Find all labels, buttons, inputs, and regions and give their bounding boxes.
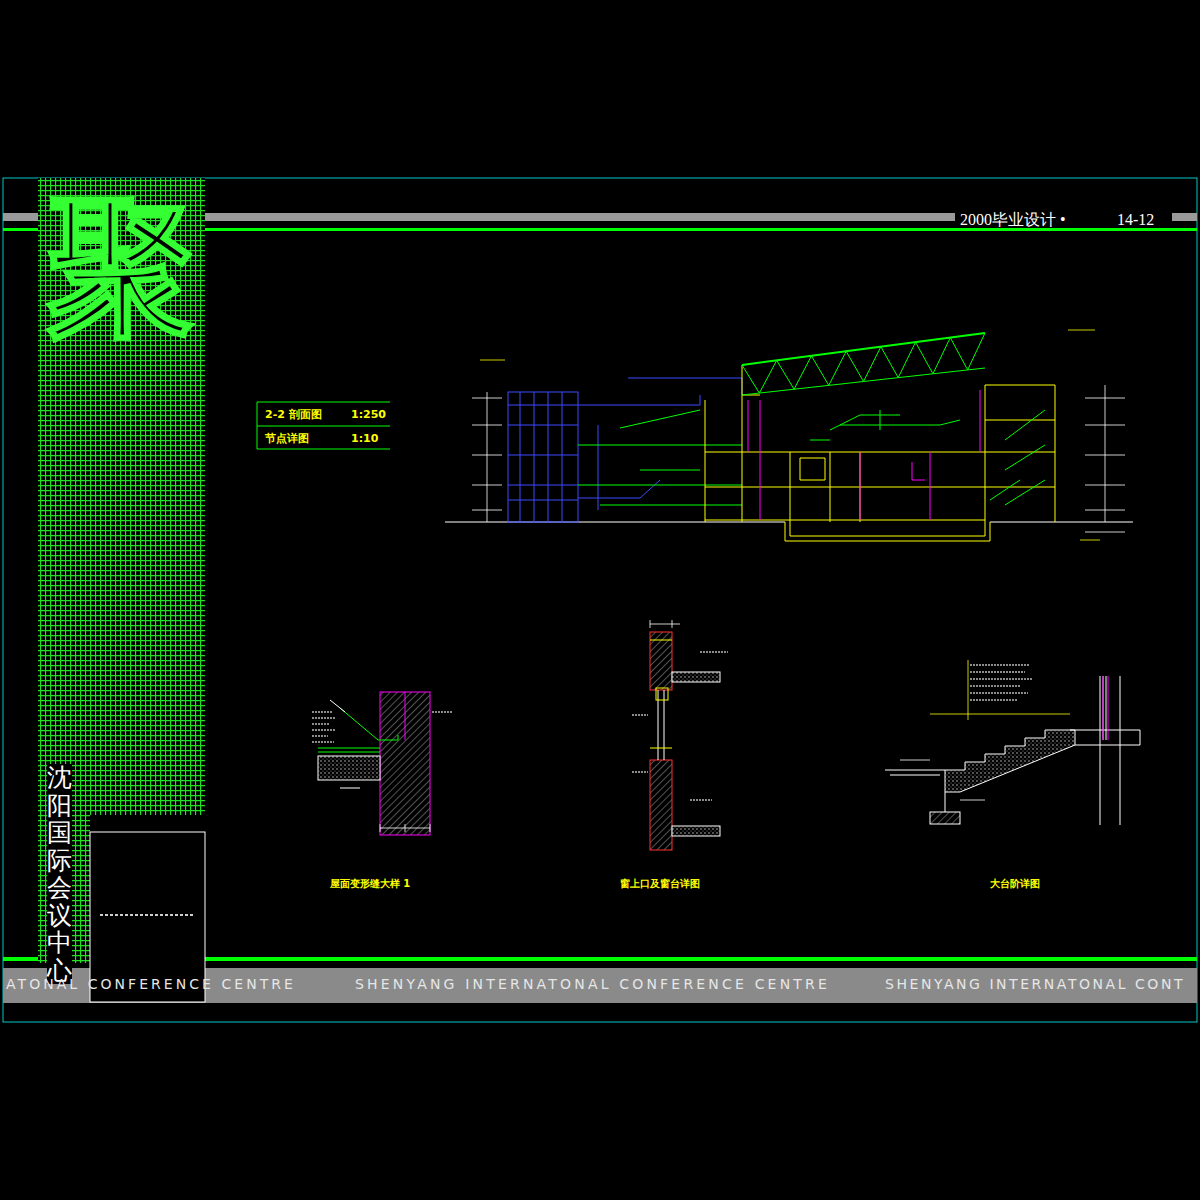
band-text: SHENYANG INTERNATONAL CONT bbox=[885, 977, 1185, 992]
roof-truss bbox=[742, 333, 985, 395]
green-banner bbox=[38, 178, 205, 1002]
detail-window-head-sill bbox=[632, 620, 728, 850]
drawing-name: 2-2 剖面图 bbox=[265, 407, 351, 422]
sheet-number: 14-12 bbox=[1117, 211, 1154, 229]
truss-top-chord bbox=[742, 333, 985, 365]
detail-title: 窗上口及窗台详图 bbox=[620, 878, 700, 889]
detail-roof-joint bbox=[312, 692, 452, 835]
detail-title: 屋面变形缝大样 1 bbox=[330, 878, 410, 889]
title-table-row: 2-2 剖面图1:250 bbox=[257, 403, 396, 426]
drawing-scale: 1:10 bbox=[351, 432, 384, 445]
title-table-row: 节点详图1:10 bbox=[257, 427, 390, 449]
project-title: 沈阳国际会议中心 bbox=[47, 764, 72, 984]
detail-title: 大台阶详图 bbox=[990, 878, 1040, 889]
banner-character: 聚 bbox=[46, 186, 196, 351]
sheet-frame bbox=[3, 178, 1197, 1022]
truss-web bbox=[742, 333, 985, 393]
band-text: ATONAL CONFERENCE CENTRE bbox=[6, 977, 296, 992]
detail-entrance-steps bbox=[885, 660, 1140, 825]
section-2-2 bbox=[445, 330, 1133, 541]
band-text: SHENYANG INTERNATONAL CONFERENCE CENTRE bbox=[355, 977, 830, 992]
drawing-name: 节点详图 bbox=[265, 431, 351, 446]
drawing-scale: 1:250 bbox=[351, 408, 392, 421]
sheet-heading: 2000毕业设计 • bbox=[960, 211, 1066, 229]
